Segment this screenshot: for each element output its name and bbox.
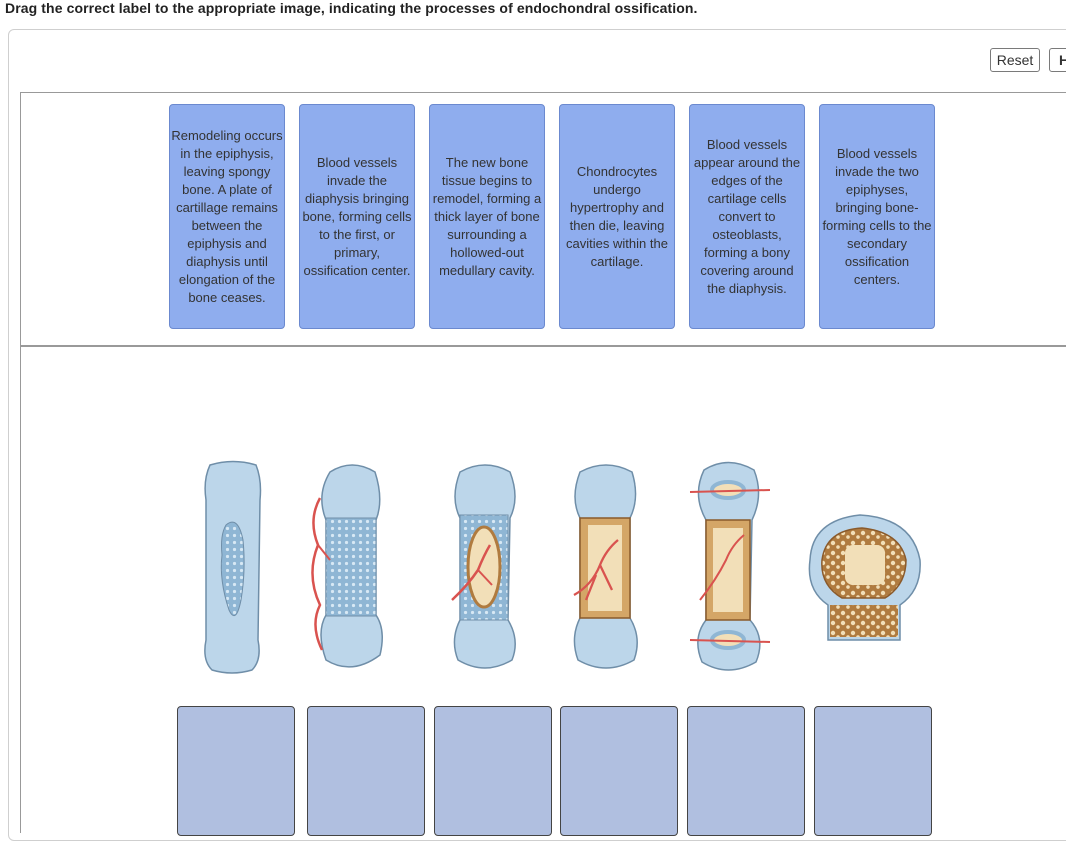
work-area (20, 92, 1066, 833)
bone-stage-2-icon (311, 464, 383, 668)
bone-stage-5-icon (689, 461, 771, 671)
drag-label-3[interactable]: The new bone tissue begins to remodel, f… (429, 104, 545, 329)
bone-stage-6-icon (808, 514, 921, 641)
help-button[interactable]: H (1049, 48, 1066, 72)
bone-stage-3-icon (451, 464, 516, 669)
bone-stage-1-icon (204, 460, 262, 674)
drop-zone-5[interactable] (687, 706, 805, 836)
bone-stage-4-icon (573, 464, 638, 669)
drop-zone-1[interactable] (177, 706, 295, 836)
drag-label-1[interactable]: Remodeling occurs in the epiphysis, leav… (169, 104, 285, 329)
drag-label-6[interactable]: Blood vessels invade the two epiphyses, … (819, 104, 935, 329)
drag-label-4[interactable]: Chondrocytes undergo hypertrophy and the… (559, 104, 675, 329)
instruction-text: Drag the correct label to the appropriat… (5, 0, 698, 16)
drag-label-2[interactable]: Blood vessels invade the diaphysis bring… (299, 104, 415, 329)
drop-zone-4[interactable] (560, 706, 678, 836)
drop-zone-2[interactable] (307, 706, 425, 836)
drop-zone-6[interactable] (814, 706, 932, 836)
drag-label-5[interactable]: Blood vessels appear around the edges of… (689, 104, 805, 329)
drop-zone-3[interactable] (434, 706, 552, 836)
reset-button[interactable]: Reset (990, 48, 1040, 72)
label-bank-divider (21, 345, 1066, 347)
